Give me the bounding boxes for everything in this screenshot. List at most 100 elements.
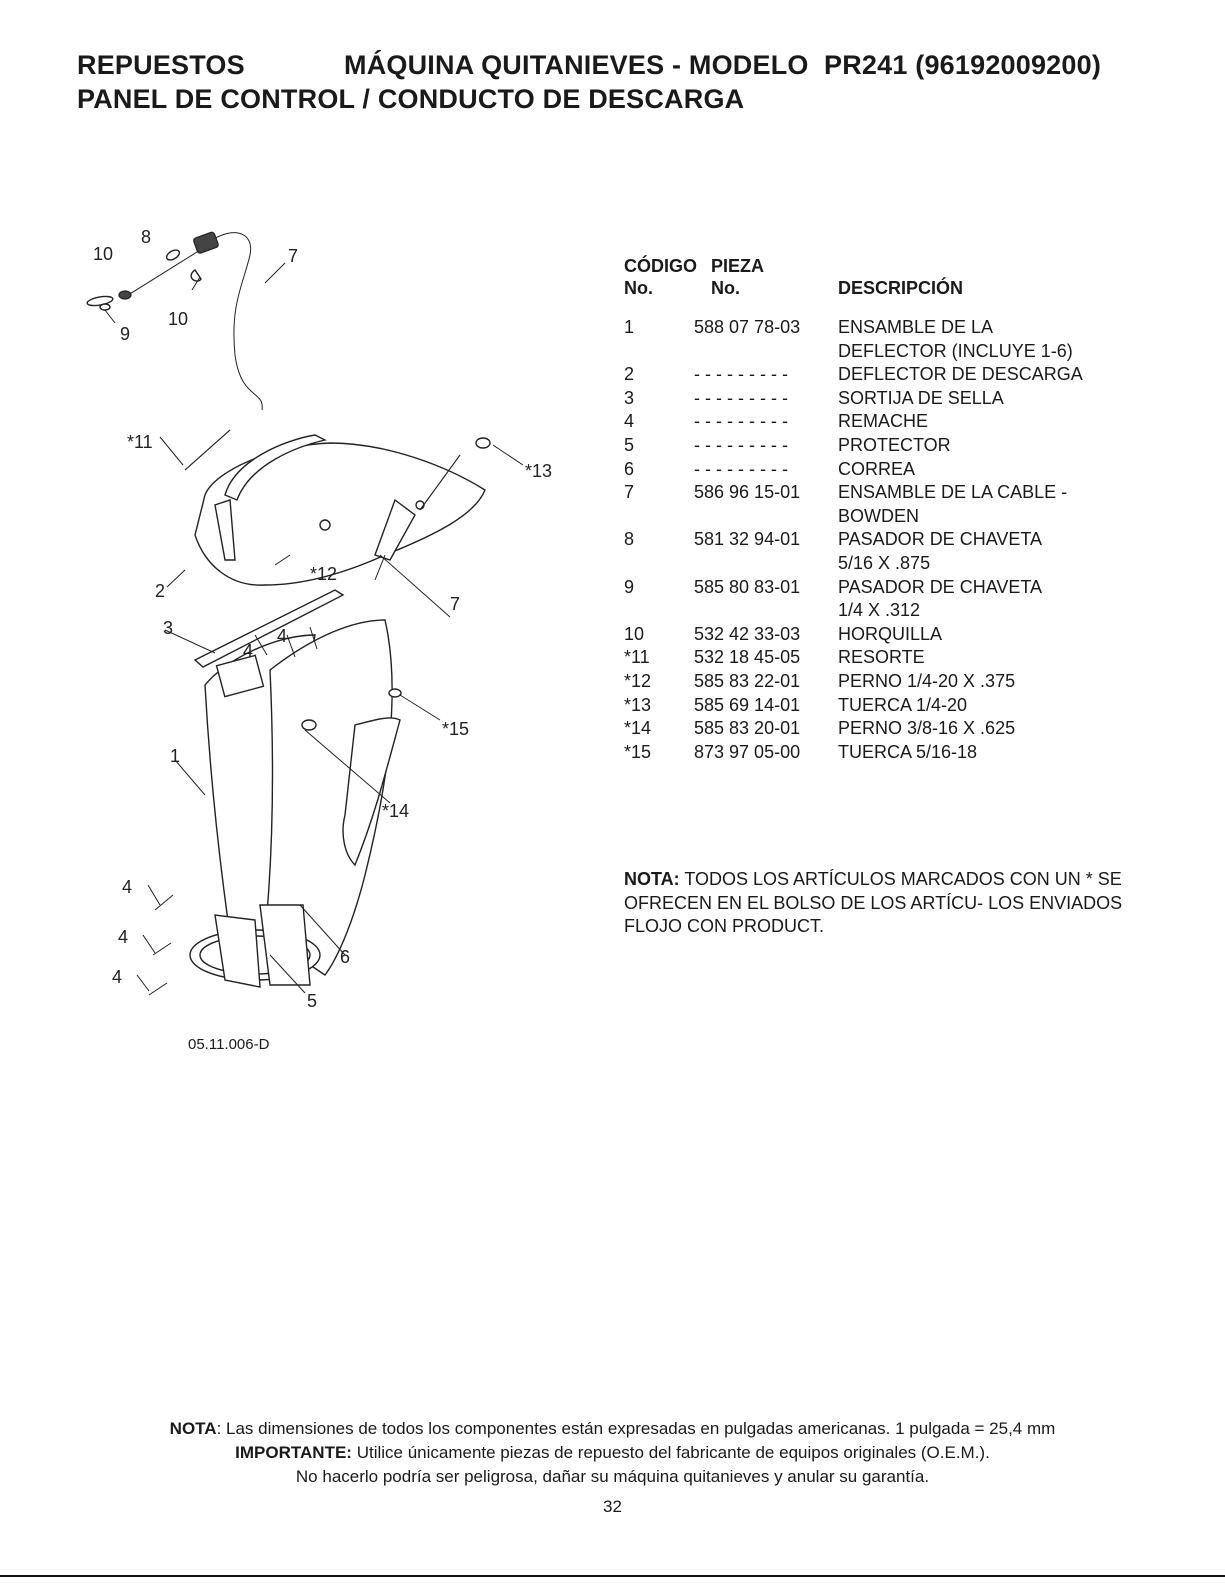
col-header-codigo: CÓDIGO bbox=[624, 256, 698, 276]
footer-importante-line: IMPORTANTE: Utilice únicamente piezas de… bbox=[0, 1441, 1225, 1465]
row-description: REMACHE bbox=[838, 410, 1184, 434]
callout-6: 6 bbox=[340, 947, 350, 967]
callout-10b: 10 bbox=[168, 309, 188, 329]
callout-4e: 4 bbox=[112, 967, 122, 987]
row-description-line1: SORTIJA DE SELLA bbox=[838, 387, 1004, 408]
table-row: *14 585 83 20-01 PERNO 3/8-16 X .625 bbox=[624, 717, 1184, 741]
bottom-rule bbox=[0, 1575, 1225, 1577]
footer-warning: No hacerlo podría ser peligrosa, dañar s… bbox=[295, 1467, 930, 1486]
row-description: HORQUILLA bbox=[838, 623, 1184, 647]
row-description-line1: ENSAMBLE DE LA bbox=[838, 317, 994, 337]
row-description: DEFLECTOR DE DESCARGA bbox=[838, 363, 1184, 387]
callout-12: *12 bbox=[310, 564, 337, 584]
callout-5: 5 bbox=[307, 991, 317, 1011]
row-description-line2: 5/16 X .875 bbox=[838, 552, 931, 573]
exploded-parts-diagram: 10 8 9 10 7 *11 *13 2 *12 7 3 4 4 *15 1 … bbox=[86, 227, 552, 1011]
parts-table-rows: 1 588 07 78-03 ENSAMBLE DE LA DEFLECTOR (IN… bbox=[624, 316, 1184, 764]
callout-10: 10 bbox=[93, 244, 113, 264]
row-description: PERNO 3/8-16 X .625 bbox=[838, 717, 1184, 741]
row-code: 4 bbox=[624, 411, 635, 432]
row-description-line1: CORREA bbox=[838, 458, 916, 479]
col-header-no1: No. bbox=[624, 278, 653, 298]
row-description-line1: PASADOR DE CHAVETA bbox=[838, 529, 1043, 550]
row-description: ENSAMBLE DE LA DEFLECTOR (INCLUYE 1-6) bbox=[838, 316, 1184, 363]
row-part-number: 586 96 15-01 bbox=[694, 482, 801, 503]
callout-4a: 4 bbox=[243, 641, 253, 661]
footer-importante-text: Utilice únicamente piezas de repuesto de… bbox=[351, 1443, 990, 1462]
row-code: *13 bbox=[624, 694, 652, 715]
table-row: 5- - - - - - - - -PROTECTOR bbox=[624, 434, 1184, 458]
table-row: 6 - - - - - - - - - CORREA bbox=[624, 458, 1184, 482]
row-code: *15 bbox=[624, 741, 652, 762]
row-description: TUERCA 1/4-20 bbox=[838, 694, 1184, 718]
row-part-number: - - - - - - - - - bbox=[694, 458, 788, 479]
row-code: 3 bbox=[624, 387, 635, 408]
nota-text: TODOS LOS ARTÍCULOS MARCADOS CON UN * SE… bbox=[624, 869, 1123, 936]
callout-9: 9 bbox=[120, 324, 130, 344]
spring-part bbox=[159, 429, 231, 471]
callout-7: 7 bbox=[288, 246, 298, 266]
nota-label: NOTA: bbox=[624, 869, 680, 889]
chute-body-part bbox=[189, 619, 402, 988]
callout-3: 3 bbox=[163, 618, 173, 638]
row-description: PROTECTOR bbox=[838, 434, 1184, 458]
callout-4d: 4 bbox=[118, 927, 128, 947]
callout-14: *14 bbox=[382, 801, 409, 821]
table-row: 4 - - - - - - - - - REMACHE bbox=[624, 410, 1184, 434]
row-code: *12 bbox=[624, 670, 652, 691]
col-header-pieza: PIEZA bbox=[711, 256, 765, 276]
row-description: CORREA bbox=[838, 458, 1184, 482]
callout-2: 2 bbox=[155, 581, 165, 601]
row-part-number: 873 97 05-00 bbox=[694, 741, 801, 762]
row-part-number: 532 42 33-03 bbox=[694, 623, 801, 644]
row-part-number: 532 18 45-05 bbox=[694, 647, 801, 668]
row-description-line1: TUERCA 1/4-20 bbox=[838, 694, 968, 715]
row-code: 1 bbox=[624, 317, 635, 337]
footer-nota-text: : Las dimensiones de todos los component… bbox=[216, 1419, 1056, 1438]
table-row: 3- - - - - - - - -SORTIJA DE SELLA bbox=[624, 387, 1184, 411]
footer-importante-label: IMPORTANTE: bbox=[235, 1443, 352, 1462]
row-description-line2: 1/4 X .312 bbox=[838, 600, 921, 621]
callout-4c: 4 bbox=[122, 877, 132, 897]
row-code: 10 bbox=[624, 623, 645, 644]
callout-8: 8 bbox=[141, 227, 151, 247]
row-description-line2: BOWDEN bbox=[838, 505, 919, 526]
row-code: 6 bbox=[624, 458, 635, 479]
page-title: PANEL DE CONTROL / CONDUCTO DE DESCARGA bbox=[77, 84, 745, 114]
callout-4b: 4 bbox=[277, 626, 287, 646]
cable-top-assembly bbox=[86, 231, 286, 411]
header-repuestos: REPUESTOS bbox=[77, 50, 245, 80]
row-description-line1: DEFLECTOR DE DESCARGA bbox=[838, 364, 1083, 385]
table-row: 1 588 07 78-03 ENSAMBLE DE LA DEFLECTOR (IN… bbox=[624, 316, 1184, 363]
row-code: 9 bbox=[624, 576, 635, 597]
bowden-cable-right bbox=[374, 437, 524, 618]
row-part-number: 585 83 20-01 bbox=[694, 718, 801, 739]
row-part-number: - - - - - - - - - bbox=[694, 411, 788, 432]
row-code: *11 bbox=[624, 647, 650, 668]
footer: NOTA: Las dimensiones de todos los compo… bbox=[0, 1417, 1225, 1489]
col-header-no2: No. bbox=[711, 278, 740, 298]
page-number: 32 bbox=[603, 1497, 622, 1516]
row-code: *14 bbox=[624, 718, 652, 739]
table-row: 2 - - - - - - - - - DEFLECTOR DE DESCARGA bbox=[624, 363, 1184, 387]
row-part-number: 588 07 78-03 bbox=[694, 317, 801, 337]
seal-ring-part bbox=[164, 589, 345, 668]
table-row: 10 532 42 33-03 HORQUILLA bbox=[624, 623, 1184, 647]
row-description: TUERCA 5/16-18 bbox=[838, 741, 1184, 765]
row-part-number: - - - - - - - - - bbox=[694, 364, 788, 385]
callout-15: *15 bbox=[442, 719, 469, 739]
row-part-number: 585 80 83-01 bbox=[694, 576, 801, 597]
header-machine-title: MÁQUINA QUITANIEVES - MODELO bbox=[344, 50, 809, 80]
row-description-line2: DEFLECTOR (INCLUYE 1-6) bbox=[838, 340, 1073, 361]
diagram-code: 05.11.006-D bbox=[188, 1036, 270, 1053]
row-code: 2 bbox=[624, 364, 635, 385]
row-part-number: 585 83 22-01 bbox=[694, 670, 801, 691]
nota-block: NOTA: TODOS LOS ARTÍCULOS MARCADOS CON U… bbox=[624, 868, 1124, 939]
row-description: ENSAMBLE DE LA CABLE -BOWDEN bbox=[838, 481, 1184, 528]
row-description: SORTIJA DE SELLA bbox=[838, 387, 1184, 411]
